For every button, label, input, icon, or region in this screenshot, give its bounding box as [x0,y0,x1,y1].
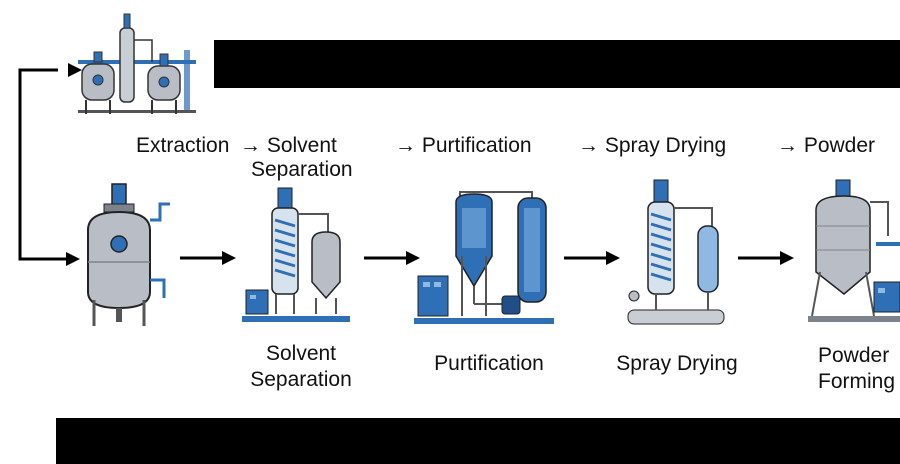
solvent-separation-unit-icon [242,187,350,322]
label-separation-bottom: Separation [250,368,352,391]
label-forming-bottom: Forming [818,370,896,393]
purification-unit-icon [414,191,554,324]
loop-arrow [18,63,82,266]
spray-drying-unit-icon [627,179,725,325]
label-solvent-top: → Solvent [240,134,337,157]
flow-arrow-4 [738,251,794,265]
powder-forming-unit-icon [808,179,900,322]
label-powder-top: → Powder [777,134,876,157]
label-purification-bottom: Purtification [434,352,544,375]
label-extraction: Extraction [136,134,230,157]
flow-arrow-3 [564,251,620,265]
label-spray-drying-bottom: Spray Drying [616,352,738,375]
label-purification-top: → Purtification [395,134,532,157]
label-separation-top: Separation [251,158,353,181]
top-black-bar [214,40,900,88]
label-powder-bottom: Powder [818,344,890,367]
flow-arrow-2 [364,251,420,265]
extraction-plant-icon [78,13,196,114]
label-solvent-bottom: Solvent [265,342,337,365]
bottom-black-bar [56,418,900,464]
label-spray-drying-top: → Spray Drying [578,134,727,157]
flow-arrow-1 [180,251,236,265]
extraction-reactor-icon [87,183,170,326]
